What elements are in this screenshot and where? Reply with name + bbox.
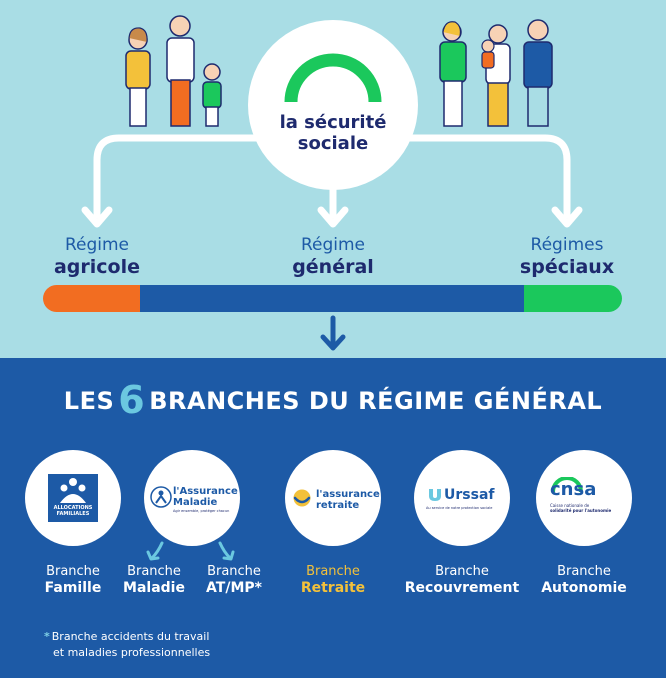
footnote: *Branche accidents du travail et maladie… [44, 630, 211, 659]
branch-famille-label: Branche Famille [44, 564, 102, 596]
regimes-speciaux-label: Régimes spéciaux [519, 235, 615, 278]
branch-atmp-label: Branche AT/MP* [206, 564, 262, 596]
cnsa-arc-icon [551, 477, 583, 493]
logo-text-line2: sociale [297, 133, 369, 154]
arrow-left-icon [81, 206, 113, 228]
bar-segment-agricole [43, 285, 140, 312]
branch-retraite-label: Branche Retraite [300, 564, 366, 596]
logo-text-line1: la sécurité [279, 112, 387, 133]
securite-sociale-logo: la sécurité sociale [248, 20, 418, 190]
ameli-figures-icon [150, 486, 172, 508]
assurance-maladie-logo: l'Assurance Maladie Agir ensemble, proté… [144, 450, 240, 546]
caf-family-icon [60, 478, 86, 503]
arrow-down-right-icon [222, 550, 235, 561]
arrow-down-left-icon [146, 550, 160, 561]
cnsa-logo: cnsa Caisse nationale de solidarité pour… [536, 450, 632, 546]
arrow-center-icon [317, 206, 349, 228]
assurance-retraite-logo: l'assurance retraite [285, 450, 381, 546]
caf-logo: ALLOCATIONS FAMILIALES [25, 450, 121, 546]
branch-maladie-label: Branche Maladie [123, 564, 185, 596]
branch-autonomie-label: Branche Autonomie [541, 564, 627, 596]
family-illustration-left [125, 15, 222, 127]
urssaf-logo: Urssaf Au service de notre protection so… [414, 450, 510, 546]
regimes-bar [43, 285, 622, 312]
regime-general-label: Régime général [292, 235, 374, 278]
arrow-right-icon [551, 206, 583, 228]
urssaf-symbol-icon [429, 489, 441, 501]
branches-count: 6 [118, 378, 146, 422]
family-illustration-right [439, 19, 553, 127]
footnote-star: * [44, 630, 50, 643]
maladie-split-arrows [146, 541, 235, 561]
logo-arc-icon [284, 53, 382, 103]
regime-agricole-label: Régime agricole [53, 235, 141, 278]
branch-recouvrement-label: Branche Recouvrement [404, 564, 520, 596]
bar-segment-general [140, 285, 524, 312]
arrow-down-icon [320, 334, 346, 351]
retraite-smile-icon [293, 489, 311, 507]
bar-segment-speciaux [524, 285, 622, 312]
